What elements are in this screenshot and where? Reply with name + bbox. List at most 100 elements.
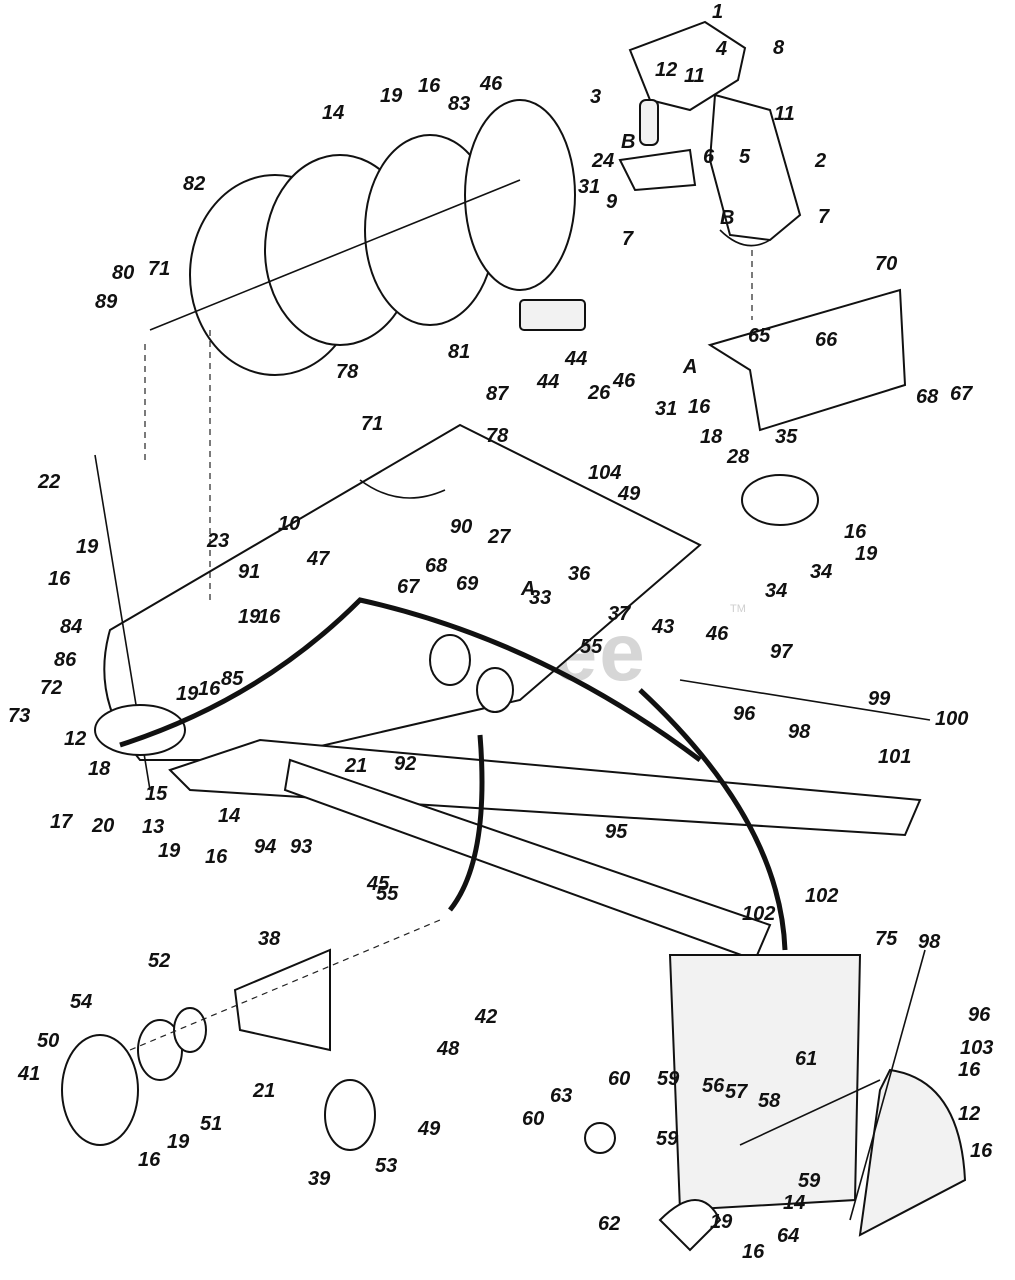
callout: 11 — [684, 65, 705, 87]
idler-bracket — [233, 948, 331, 1052]
callout: 103 — [960, 1037, 993, 1059]
auger-assembly — [149, 99, 586, 376]
chute-mount-bracket — [707, 288, 907, 432]
control-rod — [679, 679, 931, 721]
callout: 14 — [322, 102, 344, 124]
callout: 19 — [76, 536, 99, 558]
reference-mark: A — [520, 578, 535, 600]
callout: 14 — [783, 1192, 805, 1214]
callout: 3 — [590, 86, 601, 108]
callout: 18 — [88, 758, 111, 780]
callout: 10 — [278, 513, 300, 535]
callout: 12 — [655, 59, 677, 81]
callout: 8 — [773, 37, 785, 59]
callout: 51 — [200, 1113, 222, 1135]
callout: 19 — [380, 85, 403, 107]
callout: 59 — [656, 1128, 679, 1150]
callout: 63 — [550, 1085, 572, 1107]
callout: 55 — [376, 883, 399, 905]
callout: 94 — [254, 836, 276, 858]
detail-arrow-left — [448, 734, 485, 912]
callout: 16 — [418, 75, 441, 97]
callout: 42 — [474, 1006, 497, 1028]
callout: 16 — [205, 846, 228, 868]
callout: 55 — [580, 636, 603, 658]
control-rod-detail — [849, 949, 926, 1221]
callout: 36 — [568, 563, 591, 585]
callout: 46 — [705, 623, 729, 645]
callout: 64 — [777, 1225, 799, 1247]
callout: 45 — [366, 873, 390, 895]
callout: 49 — [617, 483, 641, 505]
callout: 28 — [726, 446, 750, 468]
callout: 59 — [657, 1068, 680, 1090]
callout: 12 — [958, 1103, 980, 1125]
pulley-detail — [61, 919, 441, 1151]
callout: 7 — [622, 228, 634, 250]
callout: 44 — [564, 348, 587, 370]
auger-shaft — [149, 179, 521, 331]
callout: 9 — [606, 191, 618, 213]
callout: 90 — [450, 516, 472, 538]
callout: 5 — [739, 146, 751, 168]
callout: 16 — [138, 1149, 161, 1171]
callout: 58 — [758, 1090, 781, 1112]
callout: 37 — [608, 603, 631, 625]
callout: 16 — [958, 1059, 981, 1081]
idler-pulley — [429, 634, 471, 686]
callout: 34 — [810, 561, 832, 583]
callout: 39 — [308, 1168, 331, 1190]
callout: 2 — [814, 150, 826, 172]
callout: 87 — [486, 383, 509, 405]
callout: 102 — [742, 903, 775, 925]
callout: 98 — [918, 931, 941, 953]
auger-bearing-kit — [519, 299, 586, 331]
callout: 100 — [935, 708, 968, 730]
callout: 98 — [788, 721, 811, 743]
auger-housing — [94, 288, 907, 791]
callout: 4 — [715, 38, 727, 60]
callout: 65 — [748, 325, 771, 347]
callout: 101 — [878, 746, 911, 768]
auger-bearing-right — [741, 474, 819, 526]
callout: 97 — [770, 641, 793, 663]
callout: 1 — [712, 1, 723, 23]
callout: 61 — [795, 1048, 817, 1070]
callout: 62 — [598, 1213, 620, 1235]
callout: 34 — [765, 580, 787, 602]
engine-pulley — [61, 1034, 139, 1146]
callout: 67 — [397, 576, 420, 598]
bearing — [173, 1007, 207, 1053]
auger-pulley-cover — [94, 704, 186, 756]
callout: 49 — [417, 1118, 441, 1140]
callout: 27 — [487, 526, 511, 548]
callout: 48 — [436, 1038, 460, 1060]
callout: 46 — [479, 73, 503, 95]
detail-arrow-right — [638, 688, 788, 951]
callout: 86 — [54, 649, 77, 671]
callout: 16 — [258, 606, 281, 628]
callout: 22 — [37, 471, 60, 493]
callout: 17 — [50, 811, 73, 833]
callout: 73 — [8, 705, 30, 727]
callout: 47 — [306, 548, 330, 570]
callout: 72 — [40, 677, 62, 699]
reference-mark: B — [720, 207, 734, 229]
callout: 60 — [522, 1108, 544, 1130]
tractor-tire — [858, 1068, 967, 1237]
callout: 84 — [60, 616, 82, 638]
callout: 21 — [252, 1080, 275, 1102]
callout: 16 — [198, 678, 221, 700]
callout: 68 — [916, 386, 939, 408]
frame-rail-front — [168, 738, 922, 837]
callout: 6 — [703, 146, 715, 168]
chute-teeth — [719, 229, 771, 247]
callout: 85 — [221, 668, 244, 690]
idler-pulley-2 — [476, 667, 514, 713]
chute-crank-handle — [639, 99, 659, 146]
lift-rod — [739, 1079, 881, 1146]
callout: 68 — [425, 555, 448, 577]
chute-opening — [359, 479, 446, 499]
tractor-body — [668, 954, 862, 1212]
callout: 71 — [148, 258, 170, 280]
